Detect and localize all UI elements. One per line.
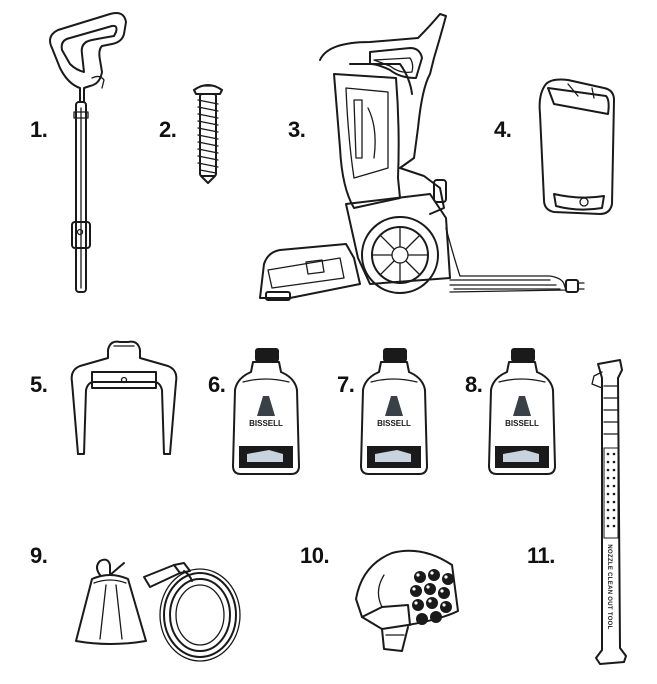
flexible-hose-icon — [140, 553, 245, 663]
hose-clip-icon — [64, 336, 184, 456]
part-number-8: 8. — [465, 372, 483, 397]
part-number-10: 10. — [300, 543, 330, 568]
nozzle-tool-label: NOZZLE CLEAN OUT TOOL — [606, 544, 612, 630]
handle-icon — [40, 8, 130, 298]
part-number-3: 3. — [288, 117, 306, 142]
part-number-5: 5. — [30, 372, 48, 397]
bottle-brand-label-7: BISSELL — [377, 419, 411, 428]
part-number-1: 1. — [30, 117, 48, 142]
part-number-11: 11. — [527, 543, 555, 568]
formula-bottle-icon-7: BISSELL — [357, 346, 431, 478]
brush-tool-icon — [352, 545, 472, 660]
bottle-brand-label-8: BISSELL — [505, 419, 539, 428]
part-number-6: 6. — [208, 372, 226, 397]
formula-bottle-icon-8: BISSELL — [485, 346, 559, 478]
part-number-4: 4. — [494, 117, 512, 142]
bottle-brand-label-6: BISSELL — [249, 419, 283, 428]
part-number-9: 9. — [30, 543, 48, 568]
part-number-2: 2. — [159, 117, 177, 142]
formula-bottle-icon-6: BISSELL — [229, 346, 303, 478]
tool-bag-icon — [70, 555, 152, 647]
screw-icon — [188, 80, 228, 185]
carpet-cleaner-body-icon — [250, 8, 590, 308]
nozzle-clean-out-tool-icon: NOZZLE CLEAN OUT TOOL — [580, 358, 640, 668]
tank-icon — [534, 74, 624, 224]
part-number-7: 7. — [337, 372, 355, 397]
